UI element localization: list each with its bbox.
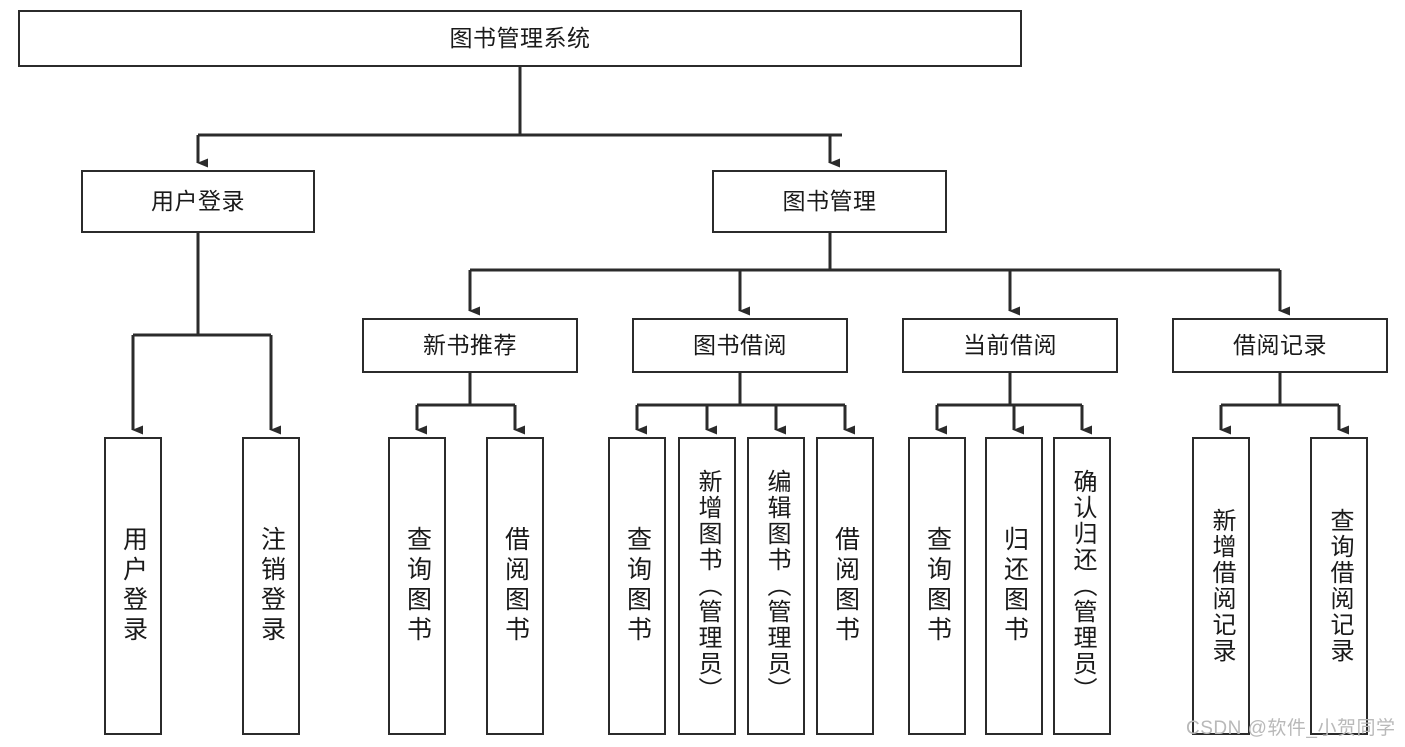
node-leaf-query-book-1[interactable]: 查询图书 [388,437,446,735]
node-leaf-edit-book-label: 编辑图书（管理员） [763,469,790,703]
node-root-label: 图书管理系统 [449,24,591,51]
node-leaf-query-book-2-label: 查询图书 [623,526,652,646]
node-leaf-confirm-return[interactable]: 确认归还（管理员） [1053,437,1111,735]
node-leaf-query-book-3[interactable]: 查询图书 [908,437,966,735]
node-leaf-borrow-book-2-label: 借阅图书 [831,526,860,646]
node-user-login-label: 用户登录 [151,187,245,214]
node-leaf-query-book-1-label: 查询图书 [403,526,432,646]
node-borrow-record[interactable]: 借阅记录 [1172,318,1388,373]
node-leaf-query-record[interactable]: 查询借阅记录 [1310,437,1368,735]
node-current-borrow-label: 当前借阅 [963,331,1057,358]
node-book-manage[interactable]: 图书管理 [712,170,947,233]
node-leaf-logout[interactable]: 注销登录 [242,437,300,735]
node-leaf-user-login[interactable]: 用户登录 [104,437,162,735]
csdn-watermark: CSDN @软件_小贺同学 [1186,718,1396,739]
node-user-login[interactable]: 用户登录 [81,170,315,233]
node-book-borrow[interactable]: 图书借阅 [632,318,848,373]
node-leaf-add-book-label: 新增图书（管理员） [694,469,721,703]
node-leaf-borrow-book-2[interactable]: 借阅图书 [816,437,874,735]
node-leaf-query-record-label: 查询借阅记录 [1326,508,1353,664]
node-leaf-confirm-return-label: 确认归还（管理员） [1069,469,1096,703]
node-leaf-return-book-label: 归还图书 [1000,526,1029,646]
node-new-book-recommend[interactable]: 新书推荐 [362,318,578,373]
node-leaf-borrow-book-1-label: 借阅图书 [501,526,530,646]
node-leaf-add-book[interactable]: 新增图书（管理员） [678,437,736,735]
node-new-book-recommend-label: 新书推荐 [423,331,517,358]
node-book-manage-label: 图书管理 [782,187,877,214]
node-leaf-query-book-2[interactable]: 查询图书 [608,437,666,735]
node-leaf-borrow-book-1[interactable]: 借阅图书 [486,437,544,735]
node-leaf-query-book-3-label: 查询图书 [923,526,952,646]
node-leaf-add-record-label: 新增借阅记录 [1208,508,1235,664]
node-current-borrow[interactable]: 当前借阅 [902,318,1118,373]
node-leaf-return-book[interactable]: 归还图书 [985,437,1043,735]
node-leaf-user-login-label: 用户登录 [119,526,148,646]
node-leaf-edit-book[interactable]: 编辑图书（管理员） [747,437,805,735]
node-book-borrow-label: 图书借阅 [693,331,787,358]
node-leaf-add-record[interactable]: 新增借阅记录 [1192,437,1250,735]
node-leaf-logout-label: 注销登录 [257,526,286,646]
node-borrow-record-label: 借阅记录 [1233,331,1327,358]
node-root[interactable]: 图书管理系统 [18,10,1022,67]
